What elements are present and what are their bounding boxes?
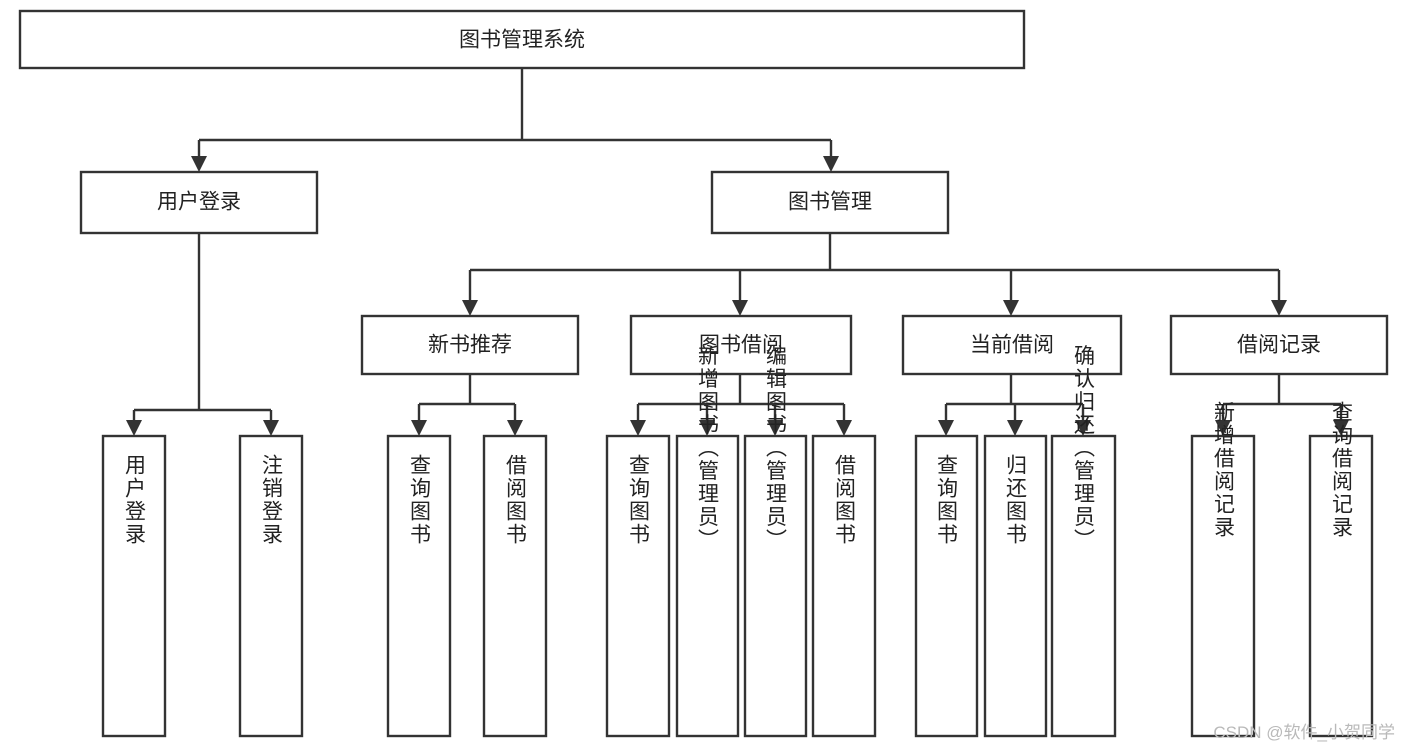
node-leaf-query-borrow-record-label: 查询借阅记录: [1330, 401, 1354, 539]
node-leaf-query-book-recommend-box[interactable]: [386, 434, 452, 738]
node-leaf-user-login[interactable]: 用户登录: [101, 434, 167, 738]
node-leaf-user-login-label: 用户登录: [123, 454, 147, 546]
node-borrow-records[interactable]: 借阅记录: [1169, 314, 1389, 376]
node-leaf-return-book[interactable]: 归还图书: [983, 434, 1048, 738]
node-book-management-box[interactable]: [710, 170, 950, 235]
arrow-head-leaf-return-book: [1007, 420, 1023, 436]
node-current-borrow-box[interactable]: [901, 314, 1123, 376]
node-root-box[interactable]: [18, 9, 1026, 70]
node-leaf-edit-book-admin-box[interactable]: [743, 434, 808, 738]
node-current-borrow-label: 当前借阅: [970, 334, 1054, 357]
node-leaf-add-book-admin-box[interactable]: [675, 434, 740, 738]
arrow-head-book-management: [823, 156, 839, 172]
node-root[interactable]: 图书管理系统: [18, 9, 1026, 70]
arrow-head-borrow-records: [1271, 300, 1287, 316]
arrow-head-leaf-edit-book-admin: [767, 420, 783, 436]
node-user-login-label: 用户登录: [157, 191, 241, 214]
node-leaf-borrow-book-recommend-box[interactable]: [482, 434, 548, 738]
node-leaf-query-book-borrow-label: 查询图书: [627, 454, 651, 546]
arrow-head-current-borrow: [1003, 300, 1019, 316]
arrow-head-leaf-borrow-book-recommend: [507, 420, 523, 436]
node-leaf-add-book-admin[interactable]: 新增图书（管理员）: [675, 345, 740, 738]
node-leaf-borrow-book-recommend[interactable]: 借阅图书: [482, 434, 548, 738]
arrow-head-book-borrow: [732, 300, 748, 316]
arrow-head-leaf-query-book-recommend: [411, 420, 427, 436]
node-current-borrow[interactable]: 当前借阅: [901, 314, 1123, 376]
node-leaf-borrow-book-label: 借阅图书: [833, 454, 857, 546]
node-layer: 图书管理系统 用户登录 图书管理 新书推荐 图书借阅: [18, 9, 1389, 738]
connector-user-login-to-leaves: [132, 233, 273, 424]
arrow-head-leaf-query-borrow-record: [1333, 420, 1349, 436]
node-leaf-logout-label: 注销登录: [260, 454, 284, 546]
node-user-login-box[interactable]: [79, 170, 319, 235]
connector-root-to-level2: [197, 68, 833, 160]
node-book-borrow-box[interactable]: [629, 314, 853, 376]
connector-book-borrow-to-leaves: [636, 374, 846, 424]
connector-borrow-records-to-leaves: [1221, 374, 1343, 424]
node-new-book-recommend-box[interactable]: [360, 314, 580, 376]
arrow-head-leaf-logout: [263, 420, 279, 436]
node-leaf-borrow-book-recommend-label: 借阅图书: [504, 454, 528, 546]
node-leaf-query-book-borrow-box[interactable]: [605, 434, 671, 738]
arrow-head-leaf-user-login: [126, 420, 142, 436]
node-leaf-query-book-recommend[interactable]: 查询图书: [386, 434, 452, 738]
node-leaf-add-borrow-record[interactable]: 新增借阅记录: [1190, 401, 1256, 738]
node-borrow-records-box[interactable]: [1169, 314, 1389, 376]
arrow-head-leaf-add-borrow-record: [1215, 420, 1231, 436]
connector-new-book-recommend-to-leaves: [417, 374, 517, 424]
node-leaf-query-book-current[interactable]: 查询图书: [914, 434, 979, 738]
node-leaf-query-borrow-record-box[interactable]: [1308, 434, 1374, 738]
connector-book-management-to-level3: [468, 233, 1281, 300]
node-leaf-query-book-current-label: 查询图书: [935, 454, 959, 546]
node-user-login[interactable]: 用户登录: [79, 170, 319, 235]
arrow-head-leaf-add-book-admin: [699, 420, 715, 436]
node-book-management[interactable]: 图书管理: [710, 170, 950, 235]
node-leaf-add-borrow-record-box[interactable]: [1190, 434, 1256, 738]
node-new-book-recommend[interactable]: 新书推荐: [360, 314, 580, 376]
connector-layer: [126, 68, 1349, 436]
node-book-borrow-label: 图书借阅: [699, 334, 783, 357]
node-leaf-edit-book-admin[interactable]: 编辑图书（管理员）: [743, 345, 808, 738]
node-leaf-query-book-current-box[interactable]: [914, 434, 979, 738]
node-leaf-logout-box[interactable]: [238, 434, 304, 738]
node-borrow-records-label: 借阅记录: [1237, 334, 1321, 357]
connector-current-borrow-to-leaves: [944, 374, 1085, 424]
node-leaf-logout[interactable]: 注销登录: [238, 434, 304, 738]
node-leaf-confirm-return-admin-label: 确认归还（管理员）: [1072, 345, 1096, 552]
arrow-head-user-login: [191, 156, 207, 172]
node-book-management-label: 图书管理: [788, 191, 872, 214]
node-leaf-query-book-borrow[interactable]: 查询图书: [605, 434, 671, 738]
node-leaf-borrow-book[interactable]: 借阅图书: [811, 434, 877, 738]
node-leaf-add-book-admin-label: 新增图书（管理员）: [696, 345, 720, 552]
arrow-head-leaf-query-book-current: [938, 420, 954, 436]
node-leaf-confirm-return-admin[interactable]: 确认归还（管理员）: [1050, 345, 1117, 738]
node-leaf-add-borrow-record-label: 新增借阅记录: [1212, 401, 1236, 539]
node-book-borrow[interactable]: 图书借阅: [629, 314, 853, 376]
arrow-head-leaf-confirm-return-admin: [1075, 420, 1091, 436]
node-leaf-edit-book-admin-label: 编辑图书（管理员）: [764, 345, 788, 552]
node-leaf-return-book-label: 归还图书: [1004, 454, 1028, 546]
node-leaf-confirm-return-admin-box[interactable]: [1050, 434, 1117, 738]
arrow-head-new-book-recommend: [462, 300, 478, 316]
node-leaf-query-book-recommend-label: 查询图书: [408, 454, 432, 546]
node-leaf-user-login-box[interactable]: [101, 434, 167, 738]
node-new-book-recommend-label: 新书推荐: [428, 334, 512, 357]
node-leaf-return-book-box[interactable]: [983, 434, 1048, 738]
node-root-label: 图书管理系统: [459, 29, 585, 52]
arrow-head-leaf-borrow-book: [836, 420, 852, 436]
node-leaf-borrow-book-box[interactable]: [811, 434, 877, 738]
arrow-head-leaf-query-book-borrow: [630, 420, 646, 436]
node-leaf-query-borrow-record[interactable]: 查询借阅记录: [1308, 401, 1374, 738]
